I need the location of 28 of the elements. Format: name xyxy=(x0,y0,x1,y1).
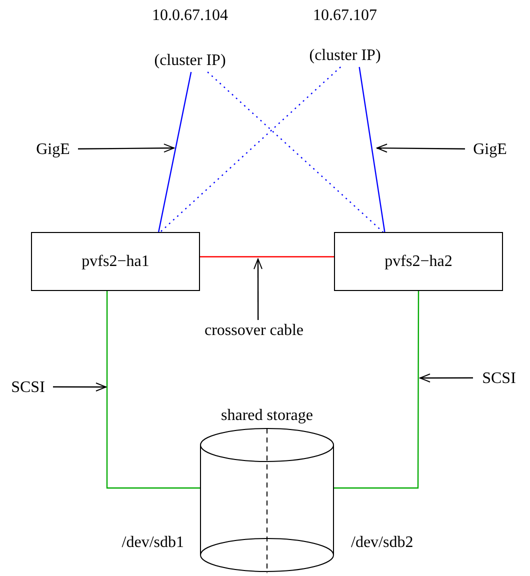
ip-address: 10.67.107 xyxy=(313,6,377,26)
connector-line xyxy=(158,72,192,232)
connector-line xyxy=(106,291,200,489)
server-name: pvfs2−ha2 xyxy=(384,252,452,272)
ip-caption: (cluster IP) xyxy=(309,46,381,66)
ip-caption: (cluster IP) xyxy=(154,51,226,71)
connector-line xyxy=(334,291,420,489)
server-box xyxy=(334,232,503,291)
leader-arrow xyxy=(420,373,473,382)
connector-line xyxy=(200,256,334,258)
link-label: SCSI xyxy=(482,369,516,389)
link-label: crossover cable xyxy=(204,321,304,341)
link-label: GigE xyxy=(473,140,507,160)
link-label: SCSI xyxy=(11,378,45,398)
server-name: pvfs2−ha1 xyxy=(82,252,150,272)
leader-arrow xyxy=(254,258,263,320)
storage-label: shared storage xyxy=(220,406,314,426)
link-label: GigE xyxy=(36,140,70,160)
leader-arrow xyxy=(376,144,465,153)
server-box xyxy=(31,232,200,291)
connector-line xyxy=(160,66,341,232)
leader-arrow xyxy=(53,382,106,392)
connector-line xyxy=(358,66,386,232)
leader-arrow xyxy=(78,144,174,153)
device-label: /dev/sdb2 xyxy=(351,533,414,553)
ip-address: 10.0.67.104 xyxy=(152,6,228,26)
device-label: /dev/sdb1 xyxy=(122,533,184,553)
connector-line xyxy=(207,72,384,232)
